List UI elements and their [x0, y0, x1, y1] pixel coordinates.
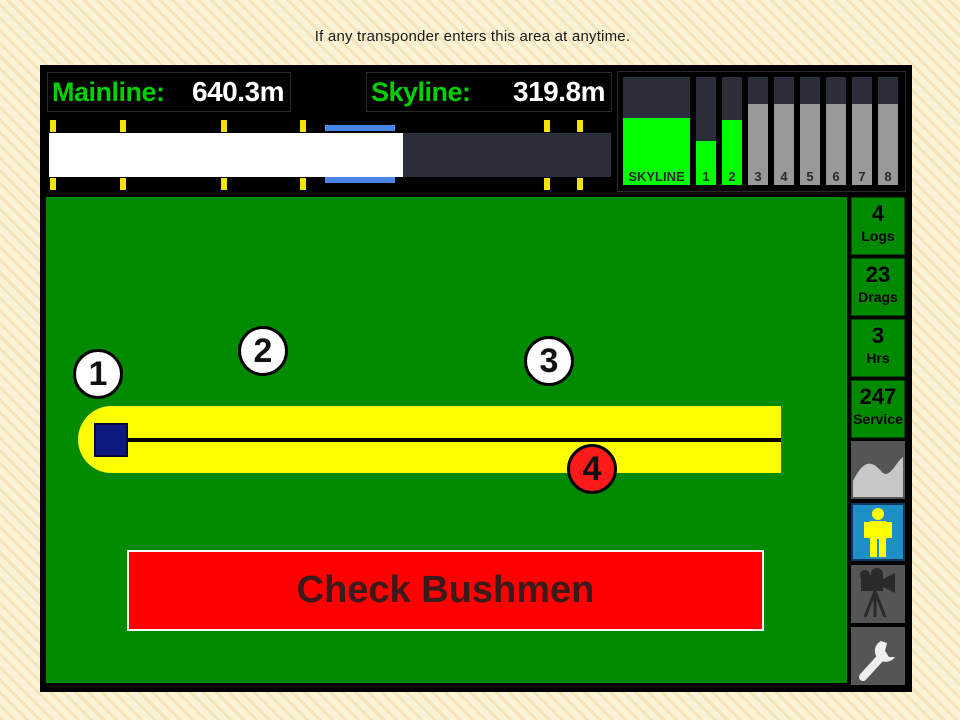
service-count: 247 [859, 384, 897, 409]
terrain-profile-button[interactable] [851, 441, 905, 499]
skyline-level-bar[interactable]: SKYLINE [623, 77, 690, 185]
wrench-icon [859, 641, 895, 681]
service-counter[interactable]: 247 Service [851, 380, 905, 438]
track-tick [577, 120, 583, 132]
channel-6-level-bar[interactable]: 6 [826, 77, 846, 185]
drags-label: Drags [858, 289, 898, 305]
channel-2-label: 2 [728, 169, 736, 184]
track-tick [300, 120, 306, 132]
logs-label: Logs [861, 228, 895, 244]
channel-5-level-bar[interactable]: 5 [800, 77, 820, 185]
drags-count: 23 [865, 262, 891, 287]
track-tick [300, 178, 306, 190]
track-tick [221, 178, 227, 190]
track-tick [50, 178, 56, 190]
channel-1-level-fill [696, 141, 716, 185]
logs-count: 4 [871, 201, 885, 226]
hours-counter[interactable]: 3 Hrs [851, 319, 905, 377]
channel-5-label: 5 [806, 169, 814, 184]
channel-2-level-fill [722, 120, 742, 185]
cable-position-track [47, 118, 612, 190]
carriage-marker-top [325, 125, 395, 131]
track-tick [120, 120, 126, 132]
channel-3-level-fill [748, 104, 768, 185]
channel-8-level-fill [878, 104, 898, 185]
logs-counter[interactable]: 4 Logs [851, 197, 905, 255]
service-label: Service [853, 411, 903, 427]
channel-5-level-fill [800, 104, 820, 185]
channel-6-label: 6 [832, 169, 840, 184]
track-tick [50, 120, 56, 132]
skyline-level-fill [623, 118, 690, 185]
camera-icon [860, 568, 895, 618]
channel-1-level-bar[interactable]: 1 [696, 77, 716, 185]
channel-7-level-bar[interactable]: 7 [852, 77, 872, 185]
channel-4-level-fill [774, 104, 794, 185]
skyline-label: Skyline: [371, 77, 471, 107]
skyline-value: 319.8m [513, 76, 605, 107]
point-2[interactable]: 2 [238, 326, 288, 376]
channel-3-level-bar[interactable]: 3 [748, 77, 768, 185]
settings-button[interactable] [851, 627, 905, 685]
work-area-map: 1 2 3 4 Check Bushmen [46, 197, 847, 683]
channel-2-level-bar[interactable]: 2 [722, 77, 742, 185]
channel-1-label: 1 [702, 169, 710, 184]
channel-8-label: 8 [884, 169, 892, 184]
camera-button[interactable] [851, 565, 905, 623]
skyline-level-label: SKYLINE [628, 169, 685, 184]
channel-7-label: 7 [858, 169, 866, 184]
channel-7-level-fill [852, 104, 872, 185]
point-3[interactable]: 3 [524, 336, 574, 386]
channel-8-level-bar[interactable]: 8 [878, 77, 898, 185]
track-tick [544, 120, 550, 132]
terrain-icon [853, 457, 903, 497]
point-1[interactable]: 1 [73, 349, 123, 399]
channel-3-label: 3 [754, 169, 762, 184]
hours-label: Hrs [866, 350, 890, 366]
point-4-alert[interactable]: 4 [567, 444, 617, 494]
channel-4-label: 4 [780, 169, 788, 184]
drags-counter[interactable]: 23 Drags [851, 258, 905, 316]
channel-6-level-fill [826, 104, 846, 185]
skyline-readout: Skyline: 319.8m [366, 72, 612, 112]
mainline-readout: Mainline: 640.3m [47, 72, 291, 112]
person-icon [864, 508, 892, 557]
track-progress-fill [49, 133, 403, 177]
yarder-display: Mainline: 640.3m Skyline: 319.8m SKYLINE… [40, 65, 912, 692]
channel-4-level-bar[interactable]: 4 [774, 77, 794, 185]
carriage-marker-bottom [325, 177, 395, 183]
track-tick [221, 120, 227, 132]
carriage-marker [94, 423, 128, 457]
track-tick [544, 178, 550, 190]
slide-caption: If any transponder enters this area at a… [314, 28, 631, 45]
transponder-signal-levels: SKYLINE 1 2 3 4 5 6 7 8 [617, 71, 906, 192]
skyline-cable [98, 438, 781, 442]
hours-count: 3 [871, 323, 885, 348]
track-tick [577, 178, 583, 190]
mainline-value: 640.3m [192, 76, 284, 107]
check-bushmen-alert[interactable]: Check Bushmen [127, 550, 764, 631]
track-tick [120, 178, 126, 190]
mainline-label: Mainline: [52, 77, 165, 107]
worker-mode-button[interactable] [851, 503, 905, 561]
